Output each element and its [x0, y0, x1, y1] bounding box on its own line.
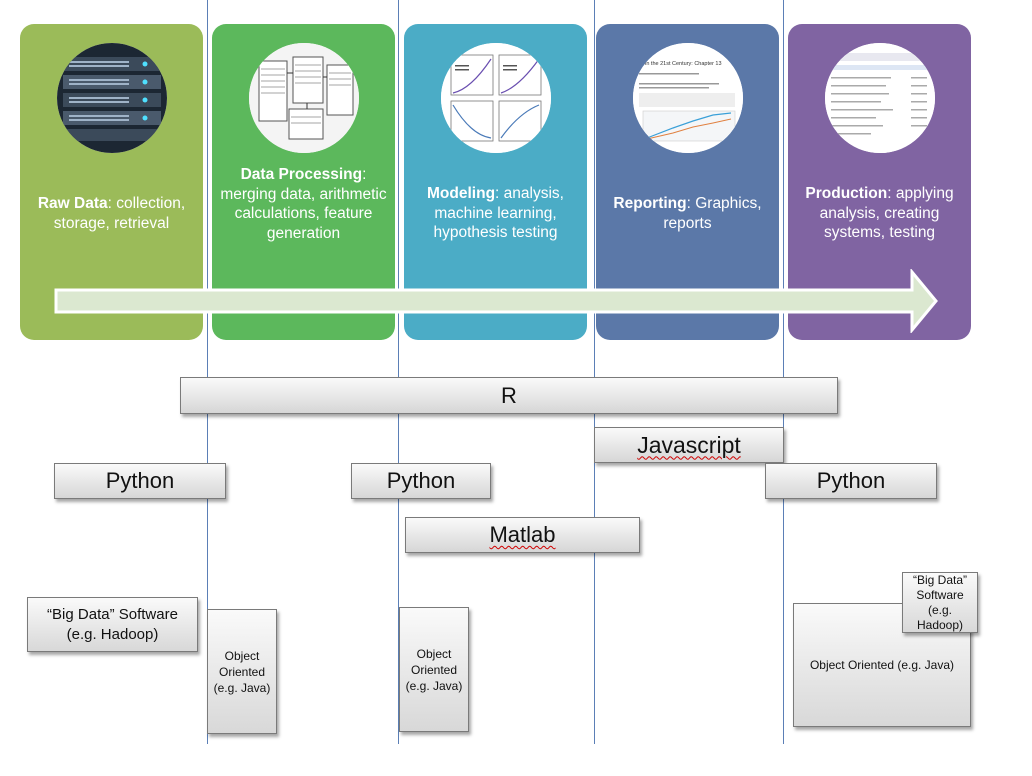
stage-label-data-processing: Data Processing: merging data, arithmeti…: [220, 166, 387, 242]
divider-line: [207, 0, 208, 744]
divider-line: [398, 0, 399, 744]
box-big-data-left-label: “Big Data” Software (e.g. Hadoop): [47, 605, 178, 643]
stage-raw-data: Raw Data: collection, storage, retrieval: [20, 24, 203, 340]
stage-data-processing: Data Processing: merging data, arithmeti…: [212, 24, 395, 340]
stage-label-raw-data: Raw Data: collection, storage, retrieval: [37, 195, 186, 232]
divider-line: [783, 0, 784, 744]
divider-line: [594, 0, 595, 744]
report-document-icon: ut in the 21st Century: Chapter 13: [633, 43, 743, 153]
bar-python-left: Python: [54, 463, 226, 499]
stage-label-production: Production: applying analysis, creating …: [805, 185, 954, 241]
box-big-data-right: “Big Data” Software (e.g. Hadoop): [902, 572, 978, 633]
report-snippet-text: ut in the 21st Century: Chapter 13: [639, 61, 722, 67]
bar-javascript: Javascript: [594, 427, 784, 463]
bar-python-left-label: Python: [105, 468, 175, 493]
stage-modeling: Modeling: analysis, machine learning, hy…: [404, 24, 587, 340]
bar-python-right: Python: [765, 463, 937, 499]
bar-r-label: R: [501, 382, 517, 408]
bar-r: R: [180, 377, 838, 414]
database-schema-icon: [249, 43, 359, 153]
box-oo-right-label: Object Oriented (e.g. Java): [809, 658, 955, 672]
bar-matlab: Matlab: [405, 517, 640, 553]
box-big-data-left: “Big Data” Software (e.g. Hadoop): [27, 597, 198, 652]
box-oo-left: Object Oriented (e.g. Java): [207, 609, 277, 734]
bar-javascript-label: Javascript: [637, 431, 741, 458]
flow-arrow: [54, 269, 938, 333]
stage-label-modeling: Modeling: analysis, machine learning, hy…: [427, 185, 564, 241]
stage-production: Production: applying analysis, creating …: [788, 24, 971, 340]
box-big-data-right-label: “Big Data” Software (e.g. Hadoop): [912, 572, 968, 632]
stage-reporting: ut in the 21st Century: Chapter 13 Repor…: [596, 24, 779, 340]
bar-matlab-label: Matlab: [489, 522, 556, 547]
bar-python-right-label: Python: [816, 468, 886, 493]
box-oo-left-label: Object Oriented (e.g. Java): [213, 648, 271, 695]
box-oo-mid-label: Object Oriented (e.g. Java): [405, 646, 463, 693]
server-rack-icon: [57, 43, 167, 153]
production-table-icon: [825, 43, 935, 153]
bar-python-mid-label: Python: [386, 468, 456, 493]
model-plots-icon: [441, 43, 551, 153]
stage-label-reporting: Reporting: Graphics, reports: [613, 195, 762, 232]
bar-python-mid: Python: [351, 463, 491, 499]
box-oo-mid: Object Oriented (e.g. Java): [399, 607, 469, 732]
